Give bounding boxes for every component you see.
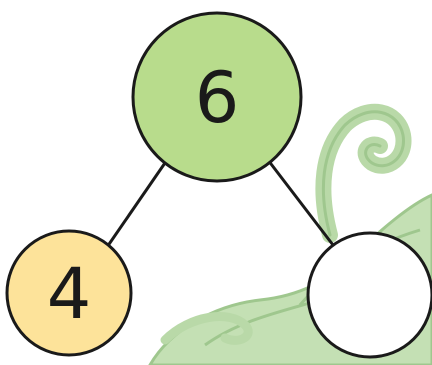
whole-circle: [131, 11, 303, 183]
part-right-circle[interactable]: [306, 231, 432, 359]
leaf-curl: [160, 312, 253, 345]
part-left-value: 4: [47, 253, 92, 335]
part-left-node: 4: [5, 229, 133, 357]
connector-left: [103, 159, 169, 251]
connector-right: [266, 159, 335, 246]
leaf-vein-1: [204, 298, 321, 347]
whole-value: 6: [195, 57, 240, 139]
part-right-node[interactable]: [306, 231, 432, 359]
vine-tendril: [315, 103, 412, 243]
vine-tendril-edge: [321, 110, 405, 237]
part-left-circle: [5, 229, 133, 357]
whole-node: 6: [131, 11, 303, 183]
bond-connectors: [103, 159, 335, 251]
